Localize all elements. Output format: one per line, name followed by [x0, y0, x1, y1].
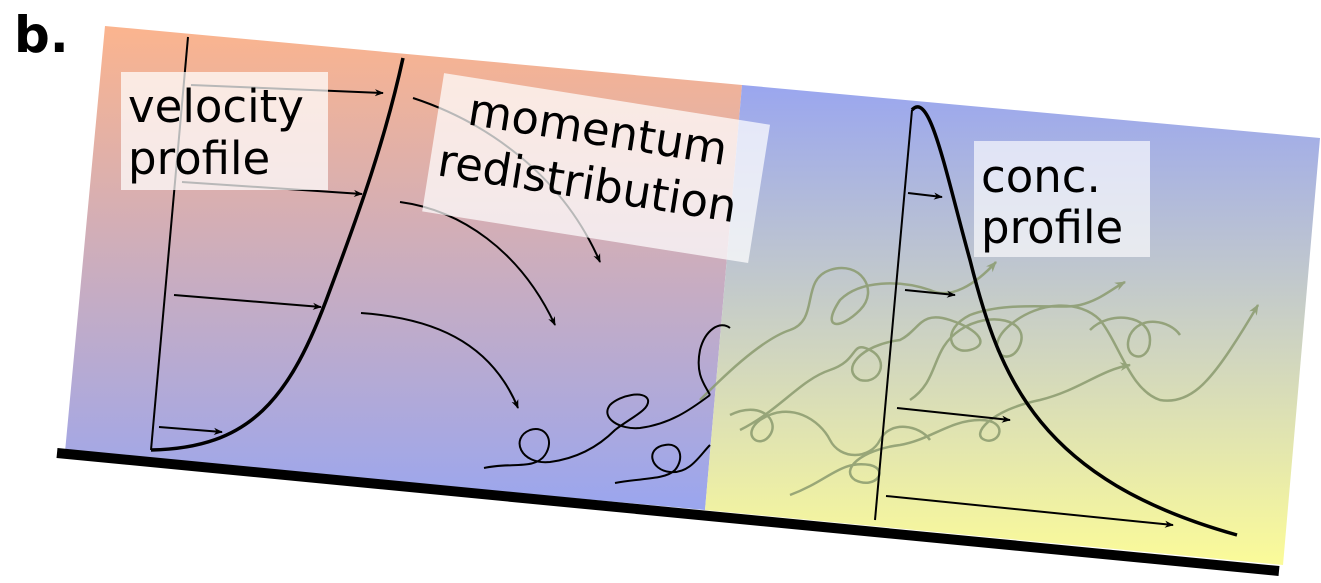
conc-arrow	[885, 495, 1174, 528]
conc-arrow	[904, 289, 956, 298]
dark-eddies	[483, 324, 731, 484]
ground-line	[56, 448, 1280, 576]
conc-arrow	[896, 407, 1011, 423]
concentration-region	[705, 85, 1320, 565]
conc-axis	[874, 109, 913, 521]
eddy-trajectory	[614, 443, 711, 484]
velocity-profile-label: velocity profile	[121, 72, 328, 190]
conc-curve	[910, 105, 1238, 537]
conc-arrow	[907, 192, 943, 200]
eddy-trajectory	[697, 324, 731, 396]
eddy-trajectory	[1089, 316, 1182, 358]
faded-eddies	[699, 261, 1260, 497]
concentration-profile-label: conc. profile	[974, 141, 1150, 257]
concentration-profile	[874, 105, 1238, 537]
momentum-arrow	[360, 312, 519, 409]
velocity-arrow	[158, 426, 223, 435]
eddy-trajectory	[789, 362, 1132, 497]
eddy-trajectory	[909, 304, 1260, 402]
eddy-trajectory	[699, 261, 997, 401]
momentum-arrow	[399, 201, 556, 326]
momentum-redistribution-label: momentum redistribution	[422, 73, 771, 264]
velocity-curve	[150, 57, 405, 452]
svg-text:profile: profile	[981, 201, 1123, 254]
velocity-arrow	[173, 294, 322, 310]
svg-text:conc.: conc.	[981, 150, 1101, 203]
eddy-trajectory	[739, 280, 1126, 432]
panel-label: b.	[14, 6, 69, 64]
svg-text:profile: profile	[128, 132, 270, 185]
eddy-trajectory	[483, 393, 711, 469]
svg-text:velocity: velocity	[128, 80, 304, 133]
